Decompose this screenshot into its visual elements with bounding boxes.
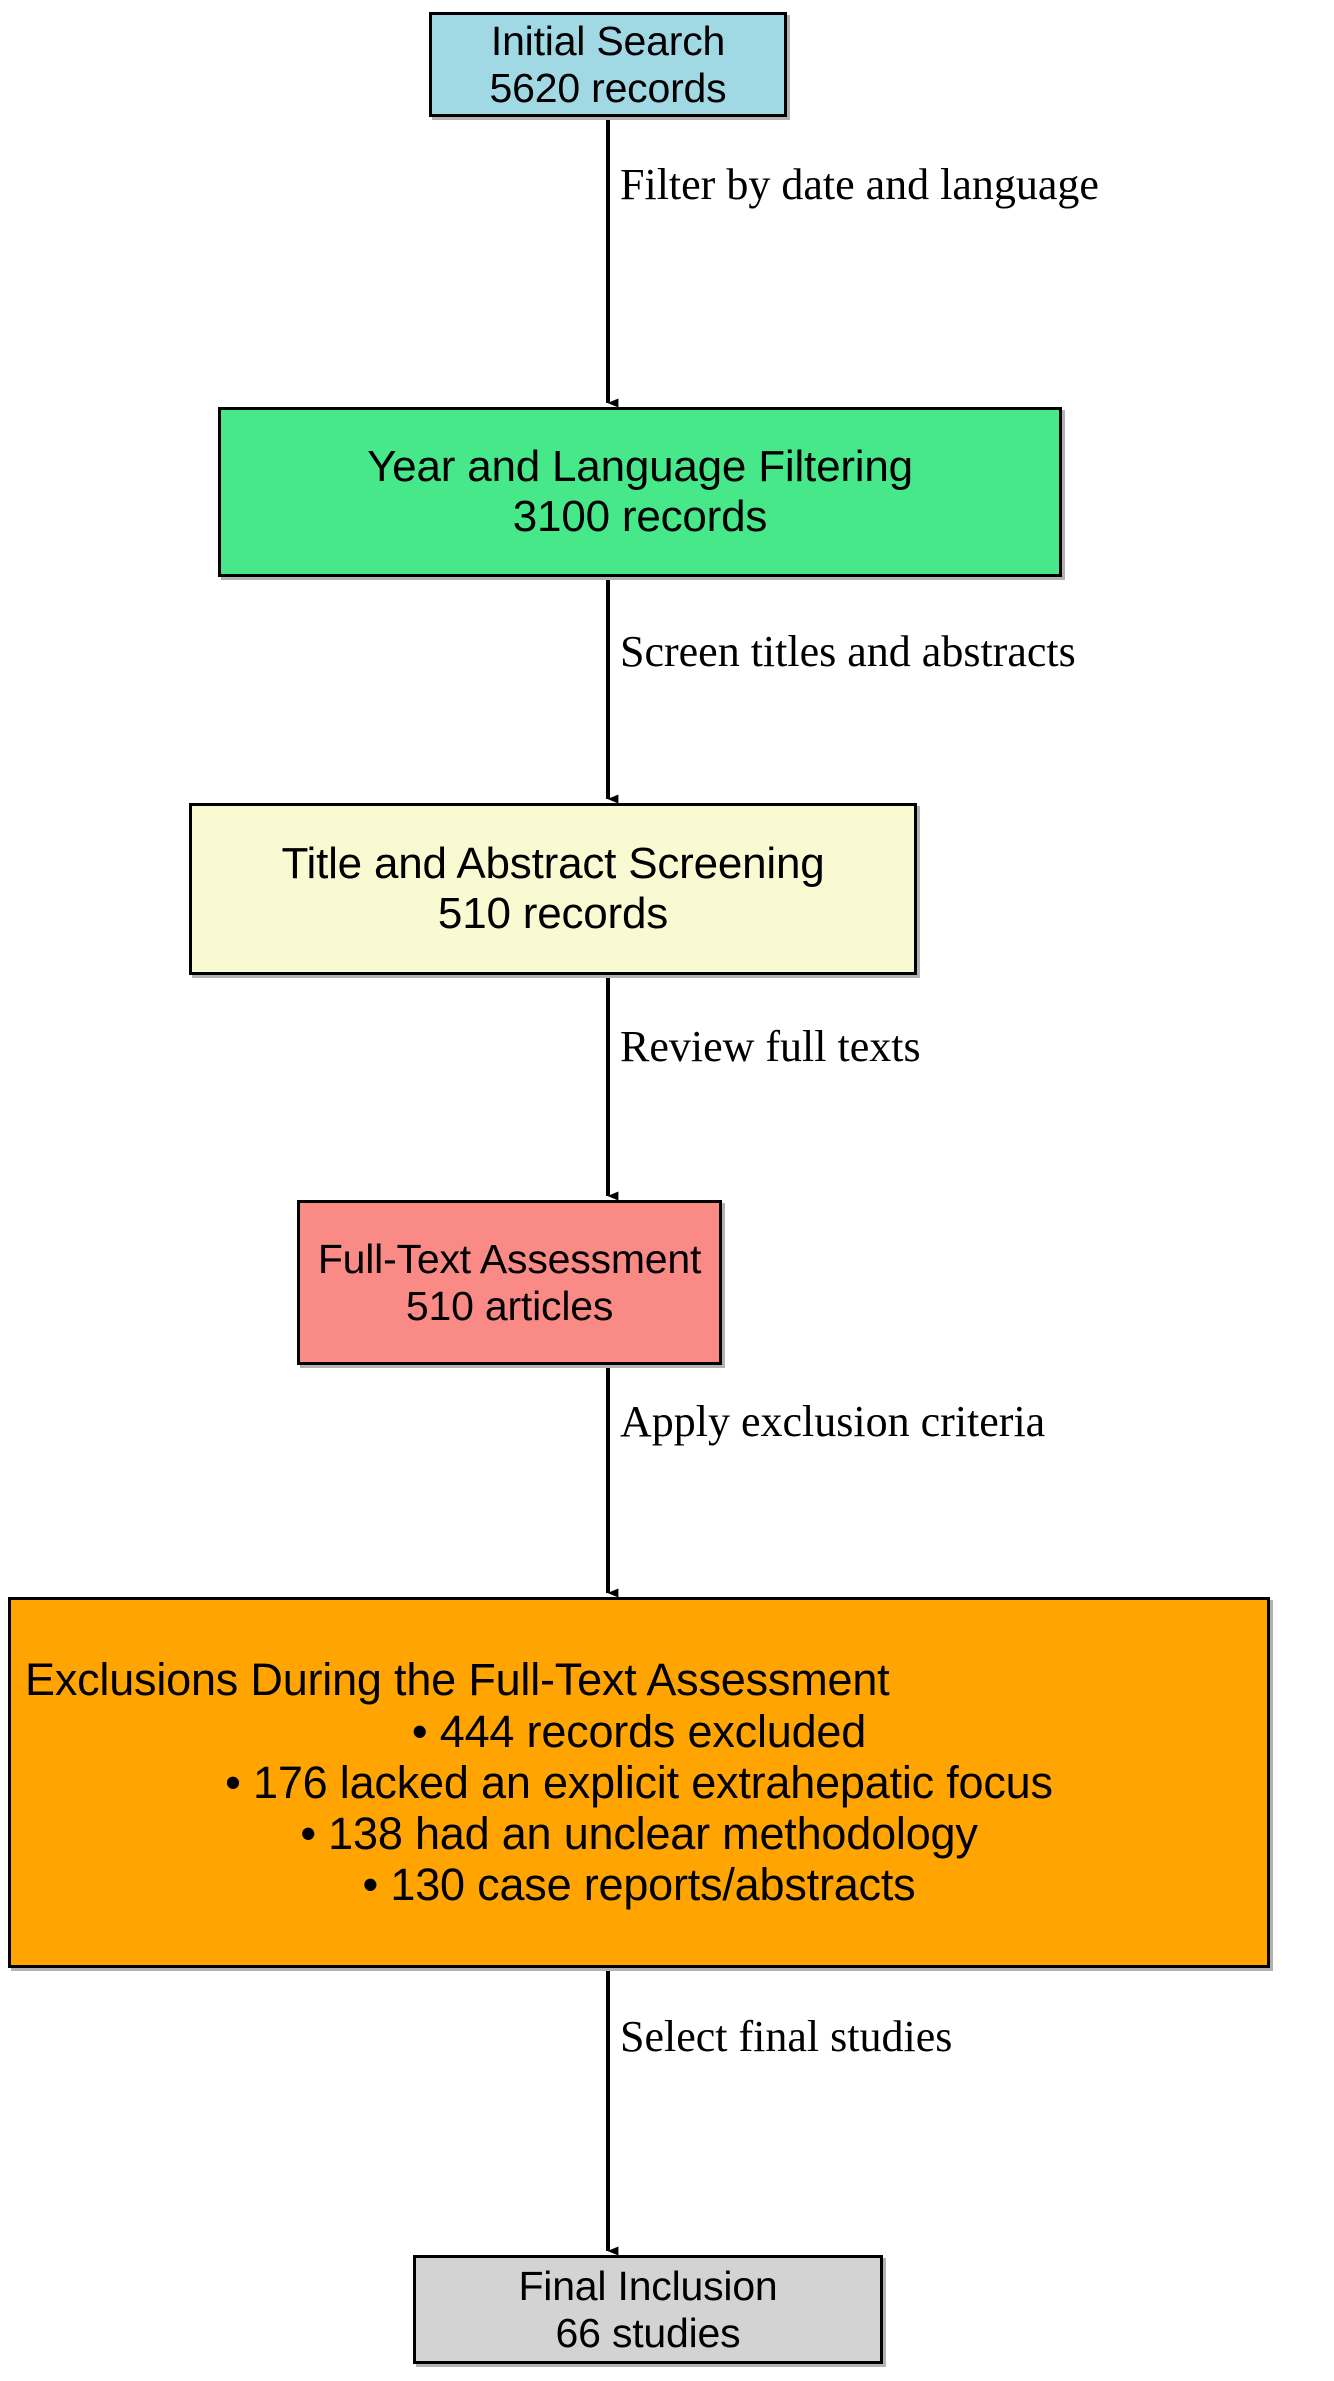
edge-label-screen-titles-and-abstracts: Screen titles and abstracts [620,627,1076,676]
edge-label-filter-by-date-and-language: Filter by date and language [620,160,1099,209]
node-exclusions-bullet-2: • 176 lacked an explicit extrahepatic fo… [225,1756,1053,1808]
node-exclusions-bullet-4: • 130 case reports/abstracts [362,1859,916,1911]
node-exclusions[interactable]: Exclusions During the Full-Text Assessme… [8,1597,1270,1968]
node-exclusions-title: Exclusions During the Full-Text Assessme… [25,1654,890,1706]
node-full-text-title: Full-Text Assessment [317,1235,702,1282]
node-final-inclusion-title: Final Inclusion [518,2262,778,2309]
edge-label-review-full-texts: Review full texts [620,1022,921,1071]
node-initial-search[interactable]: Initial Search 5620 records [429,12,787,117]
node-title-abstract-title: Title and Abstract Screening [281,838,825,888]
node-year-language-title: Year and Language Filtering [367,441,913,491]
node-initial-search-detail: 5620 records [489,64,727,111]
node-year-language-detail: 3100 records [512,492,768,541]
edge-label-apply-exclusion-criteria: Apply exclusion criteria [620,1397,1046,1446]
node-final-inclusion-detail: 66 studies [555,2309,741,2356]
node-title-abstract-detail: 510 records [437,889,669,938]
node-year-language[interactable]: Year and Language Filtering 3100 records [218,407,1062,577]
node-full-text[interactable]: Full-Text Assessment 510 articles [297,1200,722,1365]
node-initial-search-title: Initial Search [490,17,726,64]
node-final-inclusion[interactable]: Final Inclusion 66 studies [413,2255,883,2364]
node-title-abstract[interactable]: Title and Abstract Screening 510 records [189,803,917,975]
edge-label-select-final-studies: Select final studies [620,2012,953,2061]
node-full-text-detail: 510 articles [405,1282,614,1329]
node-exclusions-bullet-3: • 138 had an unclear methodology [300,1808,978,1860]
node-exclusions-bullet-1: • 444 records excluded [411,1705,867,1757]
